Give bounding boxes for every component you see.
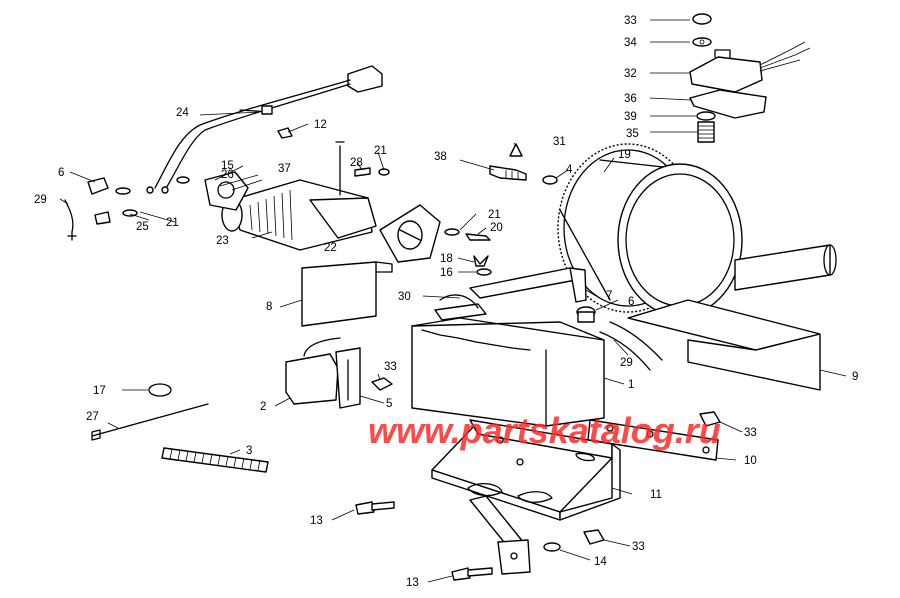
callout-37: 37 xyxy=(278,163,291,175)
callout-33-bottom: 33 xyxy=(632,541,645,553)
callout-12: 12 xyxy=(314,119,327,131)
callout-7: 7 xyxy=(606,290,612,302)
flywheel-ring-gear xyxy=(557,143,837,317)
callout-33-mid: 33 xyxy=(384,361,397,373)
loose-parts xyxy=(91,383,269,473)
callout-15: 15 xyxy=(221,160,234,172)
leader-lines xyxy=(59,19,847,583)
bottom-hardware xyxy=(355,501,605,581)
callout-25: 25 xyxy=(136,221,149,233)
callout-36: 36 xyxy=(624,93,637,105)
callout-21-top: 21 xyxy=(374,145,387,157)
callout-30: 30 xyxy=(398,291,411,303)
callout-13-lower: 13 xyxy=(406,577,419,589)
callout-21-left: 21 xyxy=(166,217,179,229)
starter-mounting-plate xyxy=(379,204,441,263)
starter-motor xyxy=(204,141,377,251)
callout-18: 18 xyxy=(440,253,453,265)
callout-19: 19 xyxy=(618,149,631,161)
battery-tray xyxy=(431,419,621,575)
callout-20: 20 xyxy=(490,222,503,234)
callout-33: 33 xyxy=(624,15,637,27)
callout-28: 28 xyxy=(350,157,363,169)
wiring-harness xyxy=(146,65,383,194)
callout-27: 27 xyxy=(86,411,99,423)
callout-17: 17 xyxy=(93,385,106,397)
battery-cover xyxy=(301,261,393,327)
battery xyxy=(411,294,663,427)
callout-16: 16 xyxy=(440,267,453,279)
heat-shield xyxy=(627,299,821,391)
callout-3: 3 xyxy=(246,445,252,457)
mid-hardware xyxy=(444,143,558,276)
callout-labels: 33 34 32 36 39 35 24 12 6 29 15 26 37 21… xyxy=(34,15,858,589)
callout-24: 24 xyxy=(176,107,189,119)
callout-35: 35 xyxy=(626,128,639,140)
callout-39: 39 xyxy=(624,111,637,123)
callout-29-left: 29 xyxy=(34,194,47,206)
callout-22: 22 xyxy=(324,242,337,254)
callout-26: 26 xyxy=(221,169,234,181)
callout-10: 10 xyxy=(744,455,757,467)
callout-1: 1 xyxy=(628,379,634,391)
rectifier xyxy=(285,337,393,409)
callout-5: 5 xyxy=(386,398,392,410)
callout-2: 2 xyxy=(260,401,266,413)
callout-6-left: 6 xyxy=(58,167,64,179)
hold-down-bracket xyxy=(469,267,596,323)
callout-31: 31 xyxy=(553,136,566,148)
callout-29-right: 29 xyxy=(620,357,633,369)
callout-11: 11 xyxy=(650,489,662,501)
callout-13-upper: 13 xyxy=(310,515,323,527)
support-strap xyxy=(587,411,721,461)
watermark: www.partskatalog.ru xyxy=(368,410,721,451)
callout-32: 32 xyxy=(624,68,637,80)
callout-33-right: 33 xyxy=(744,427,757,439)
callout-8: 8 xyxy=(266,301,272,313)
voltage-regulator xyxy=(689,13,811,143)
callout-9: 9 xyxy=(852,371,858,383)
callout-34: 34 xyxy=(624,37,637,49)
callout-21-right: 21 xyxy=(488,209,501,221)
callout-23: 23 xyxy=(216,235,229,247)
callout-6-right: 6 xyxy=(628,296,634,308)
callout-4: 4 xyxy=(566,164,573,176)
callout-14: 14 xyxy=(594,556,607,568)
callout-38: 38 xyxy=(434,151,447,163)
